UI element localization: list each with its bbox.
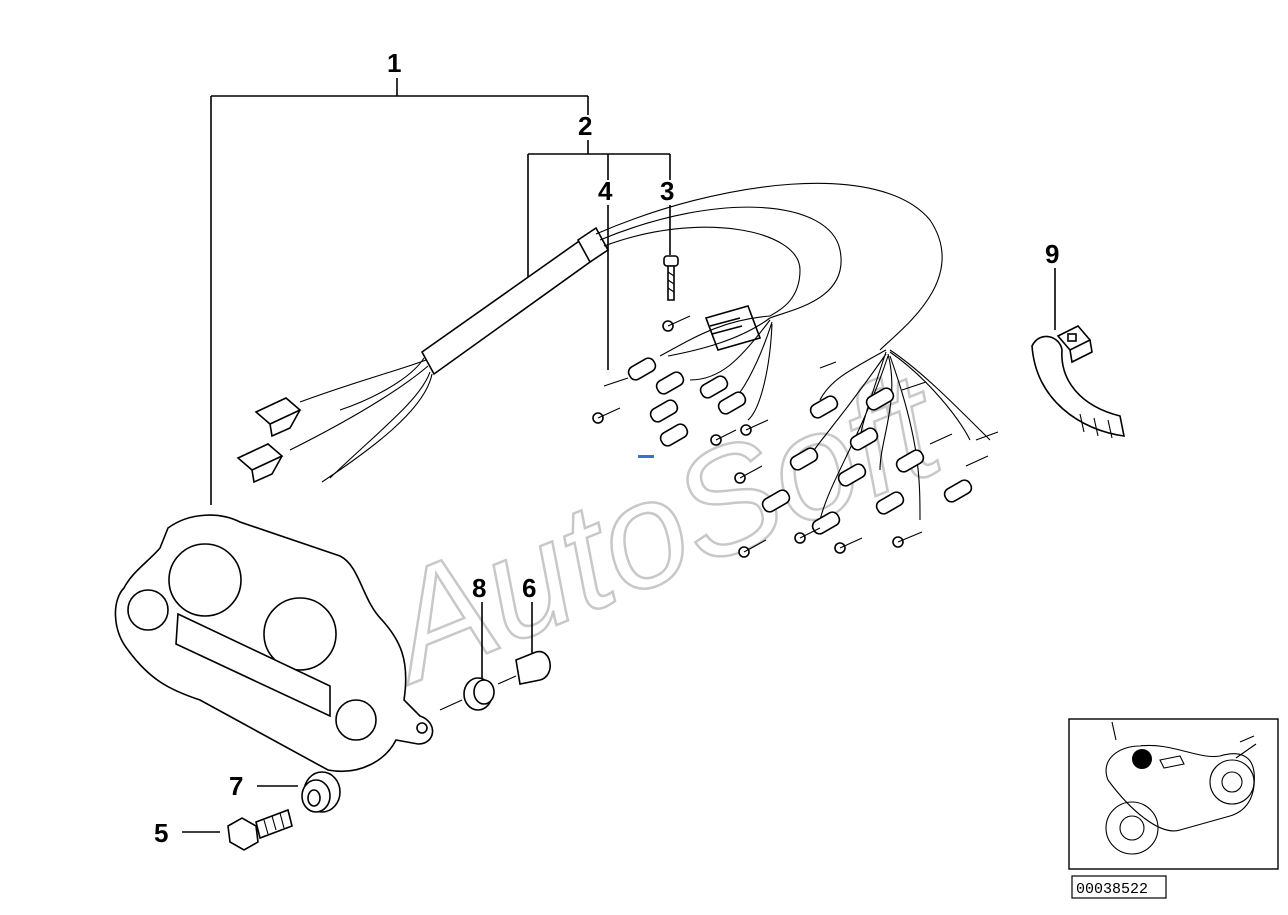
location-marker — [1132, 749, 1152, 769]
leader-lines — [182, 78, 1056, 833]
screw-3 — [663, 255, 679, 301]
cable-tie-9 — [1031, 325, 1126, 439]
callout-9: 9 — [1045, 239, 1059, 269]
bushing-7 — [301, 771, 341, 813]
grommet-8 — [439, 677, 495, 711]
drawing-number: 00038522 — [1076, 881, 1148, 898]
callout-2: 2 — [578, 111, 592, 141]
callout-5: 5 — [154, 818, 168, 848]
location-thumbnail — [1068, 718, 1279, 870]
wiring-harness — [236, 182, 999, 558]
callout-1: 1 — [387, 48, 401, 78]
callout-7: 7 — [229, 771, 243, 801]
cursor-mark — [638, 455, 654, 458]
callout-4: 4 — [598, 176, 613, 206]
drawing-number-box: 00038522 — [1071, 875, 1167, 899]
cable-clip-6 — [497, 651, 551, 685]
callout-8: 8 — [472, 573, 486, 603]
instrument-bracket — [114, 514, 434, 772]
callout-6: 6 — [522, 573, 536, 603]
callout-3: 3 — [660, 176, 674, 206]
hex-bolt-5 — [227, 808, 293, 851]
